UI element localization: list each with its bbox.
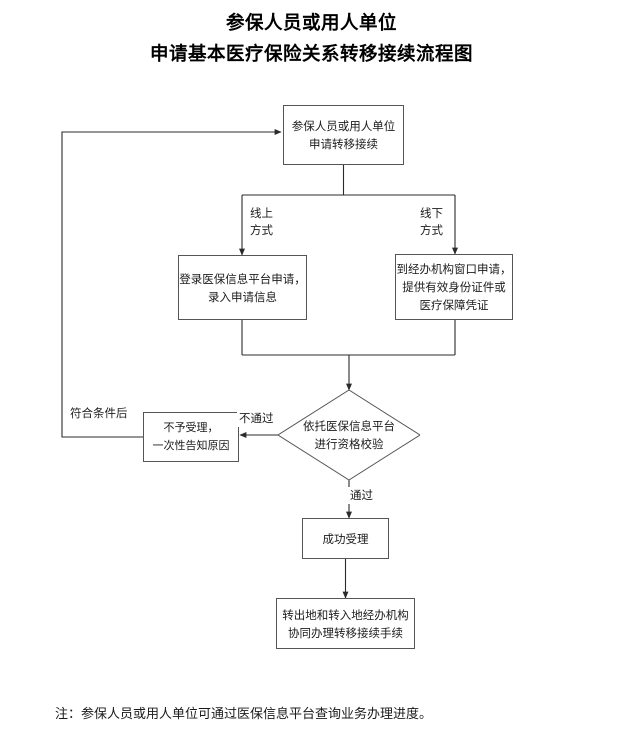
node-decision-verification: 依托医保信息平台 进行资格校验 — [277, 389, 421, 481]
node-offline-application: 到经办机构窗口申请， 提供有效身份证件或 医疗保障凭证 — [395, 254, 513, 320]
title-line-2: 申请基本医疗保险关系转移接续流程图 — [149, 44, 473, 65]
node-online-application: 登录医保信息平台申请， 录入申请信息 — [178, 255, 307, 320]
title-line-1: 参保人员或用人单位 — [225, 13, 397, 34]
edge-label-online-method: 线上 方式 — [248, 205, 275, 239]
footnote: 注：参保人员或用人单位可通过医保信息平台查询业务办理进度。 — [55, 707, 433, 722]
node-decision-label: 依托医保信息平台 进行资格校验 — [303, 419, 395, 451]
node-reject: 不予受理， 一次性告知原因 — [143, 412, 239, 462]
edge-label-offline-method: 线下 方式 — [418, 205, 445, 239]
node-transfer-handling: 转出地和转入地经办机构 协同办理转移接续手续 — [276, 598, 415, 649]
node-apply: 参保人员或用人单位 申请转移接续 — [283, 105, 404, 165]
edge-label-passed: 通过 — [348, 487, 375, 504]
page-title: 参保人员或用人单位 申请基本医疗保险关系转移接续流程图 — [0, 8, 623, 70]
edge-label-after-eligible: 符合条件后 — [68, 405, 130, 422]
edge-label-not-passed: 不通过 — [237, 410, 276, 427]
node-accepted: 成功受理 — [302, 518, 389, 559]
